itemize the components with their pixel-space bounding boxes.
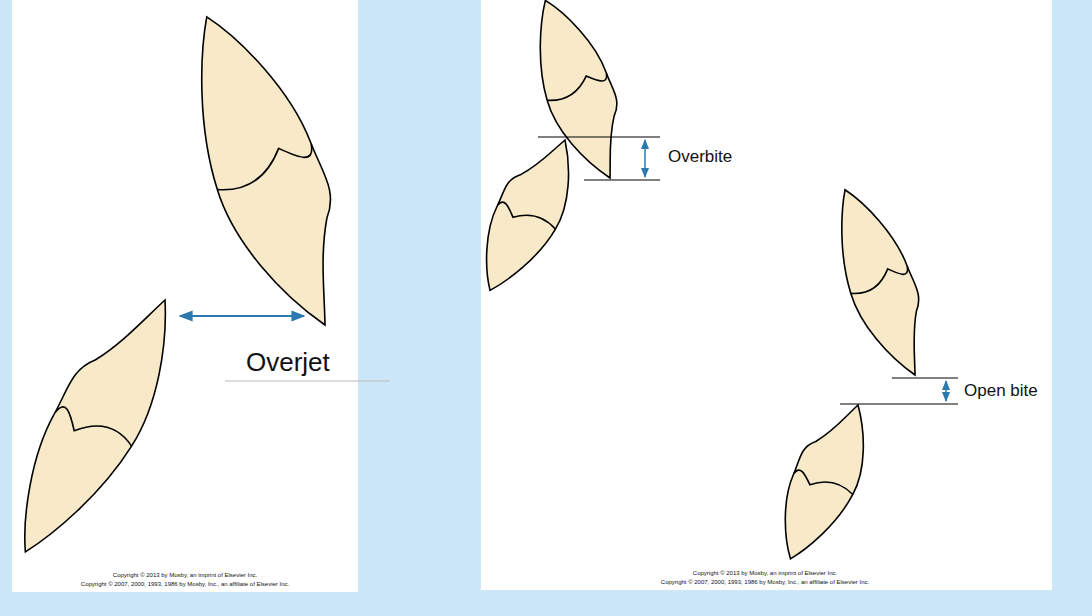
copyright-note: Copyright © 2013 by Mosby, an imprint of…	[113, 572, 257, 579]
measure-label: Overjet	[246, 348, 330, 377]
reference-line	[538, 137, 660, 138]
upper-incisor	[816, 178, 945, 386]
lower-incisor	[761, 392, 887, 571]
open-bite-arrow	[945, 381, 947, 401]
reference-line	[840, 404, 958, 405]
copyright-note: Copyright © 2013 by Mosby, an imprint of…	[693, 570, 837, 577]
measure-label: Open bite	[964, 382, 1038, 401]
underline	[225, 381, 390, 382]
upper-incisor	[158, 0, 375, 344]
lower-incisor	[461, 126, 593, 305]
lower-incisor	[0, 279, 202, 572]
reference-line	[584, 180, 660, 181]
reference-line	[892, 378, 958, 379]
overjet-arrow	[180, 315, 304, 317]
copyright-note: Copyright © 2007, 2000, 1993, 1986 by Mo…	[81, 581, 289, 588]
upper-incisor	[515, 0, 642, 189]
overbite-arrow	[644, 140, 646, 177]
measure-label: Overbite	[668, 148, 732, 167]
copyright-note: Copyright © 2007, 2000, 1993, 1986 by Mo…	[661, 579, 869, 586]
